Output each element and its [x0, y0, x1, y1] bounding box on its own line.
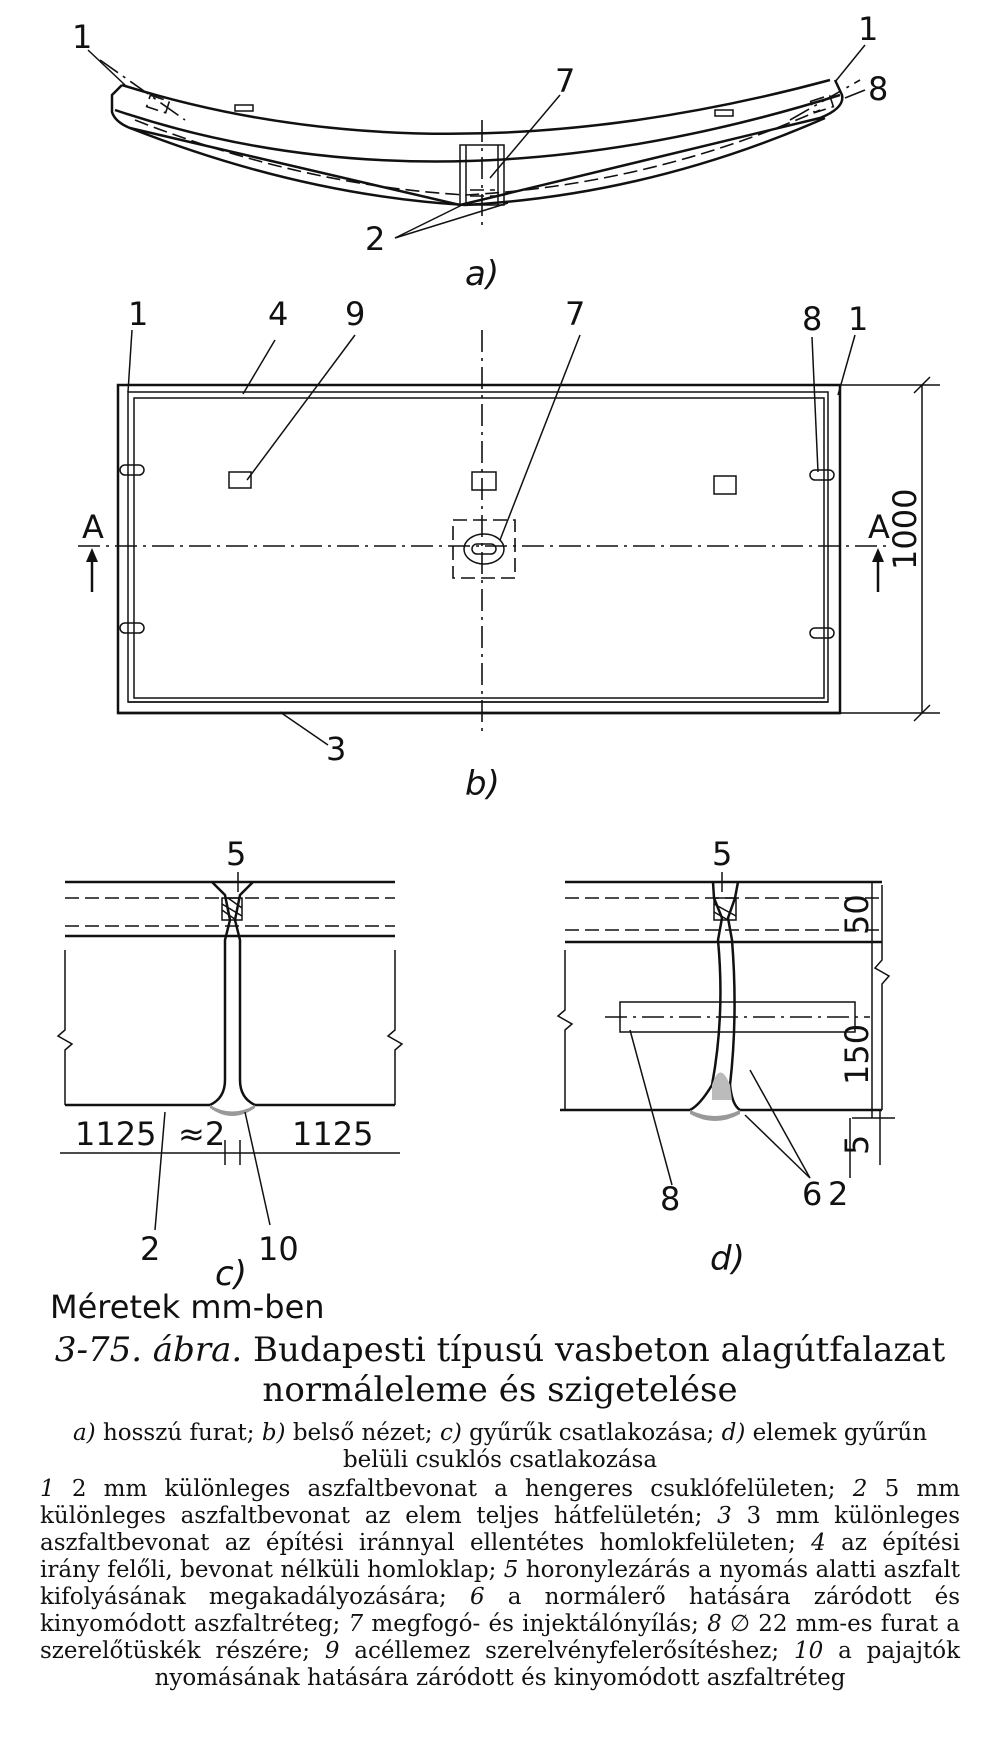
subcaption-c-text: gyűrűk csatlakozása; [469, 1420, 715, 1446]
view-c-ring-joint [56, 872, 404, 1231]
subcaption-c-letter: c) [439, 1420, 462, 1446]
view-b-inner [78, 329, 940, 746]
section-mark-right: A [868, 508, 890, 546]
subfigure-label-b: b) [465, 764, 500, 804]
subfigure-label-c: c) [215, 1254, 247, 1294]
callout-b-8: 8 [802, 300, 822, 338]
callout-a-1-right: 1 [858, 10, 878, 48]
callout-c-5: 5 [226, 835, 246, 873]
legend-text: az építési irány felőli, bevonat nélküli… [40, 1530, 960, 1583]
legend-num: 6 [469, 1584, 485, 1610]
view-a-section [87, 44, 866, 239]
callout-c-10: 10 [258, 1230, 299, 1268]
callout-d-8: 8 [660, 1180, 680, 1218]
legend-num: 5 [503, 1557, 519, 1583]
section-mark-left: A [82, 508, 104, 546]
callout-b-7: 7 [565, 295, 585, 333]
dimension-c-gap: ≈2 [178, 1115, 225, 1153]
legend-text: 2 mm különleges aszfaltbevonat a hengere… [71, 1476, 836, 1502]
legend-text: a normálerő hatására záródott és kinyomó… [40, 1584, 961, 1637]
dimension-c-right: 1125 [292, 1115, 373, 1153]
legend-num: 9 [324, 1638, 340, 1664]
figure-caption-title: 3-75. ábra. Budapesti típusú vasbeton al… [40, 1330, 960, 1410]
dimension-d-50: 50 [838, 894, 876, 935]
legend-num: 10 [793, 1638, 824, 1664]
subcaption-b-letter: b) [261, 1420, 286, 1446]
callout-a-7: 7 [555, 62, 575, 100]
dimension-d-150: 150 [838, 1024, 876, 1085]
units-note: Méretek mm-ben [50, 1288, 325, 1326]
callout-a-1-left: 1 [72, 18, 92, 56]
dimension-d-5: 5 [838, 1135, 876, 1155]
callout-b-4: 4 [268, 295, 288, 333]
legend-text: a pajajtók nyomásának hatására záródott … [154, 1638, 961, 1691]
callout-c-2: 2 [140, 1230, 160, 1268]
callout-d-6: 6 [802, 1175, 822, 1213]
callout-a-8: 8 [868, 70, 888, 108]
legend-text: 5 mm különleges aszfaltbevonat az elem t… [40, 1476, 961, 1529]
legend-num: 7 [348, 1611, 364, 1637]
callout-d-2: 2 [828, 1175, 848, 1213]
dimension-1000: 1000 [886, 489, 924, 570]
legend-num: 2 [852, 1476, 868, 1502]
legend-block: 1 2 mm különleges aszfaltbevonat a henge… [40, 1476, 960, 1692]
legend-num: 8 [707, 1611, 722, 1637]
legend-num: 4 [811, 1530, 826, 1556]
callout-a-2: 2 [365, 220, 385, 258]
callout-b-1-right: 1 [848, 300, 868, 338]
subfigure-captions: a) hosszú furat; b) belső nézet; c) gyűr… [40, 1420, 960, 1474]
subcaption-b-text: belső nézet; [292, 1420, 433, 1446]
figure-title-line2: normáleleme és szigetelése [262, 1370, 738, 1410]
view-d-hinge-joint [556, 872, 895, 1186]
figure-title-line1: Budapesti típusú vasbeton alagútfalazat [253, 1330, 946, 1370]
figure-number: 3-75. ábra. [54, 1330, 243, 1370]
legend-num: 1 [40, 1476, 55, 1502]
callout-d-5: 5 [712, 835, 732, 873]
subcaption-d-letter: d) [721, 1420, 746, 1446]
legend-text: 3 mm különleges aszfaltbevonat az építés… [40, 1503, 961, 1556]
dimension-c-left: 1125 [75, 1115, 156, 1153]
callout-b-3: 3 [326, 730, 346, 768]
subcaption-a-letter: a) [72, 1420, 96, 1446]
subfigure-label-a: a) [465, 254, 499, 294]
callout-b-9: 9 [345, 295, 365, 333]
legend-num: 3 [717, 1503, 732, 1529]
legend-text: megfogó- és injektálónyílás; [371, 1611, 699, 1637]
subfigure-label-d: d) [710, 1239, 745, 1279]
legend-text: ∅ 22 mm-es furat a szerelőtüskék részére… [40, 1611, 961, 1664]
callout-b-1-left: 1 [128, 295, 148, 333]
subcaption-a-text: hosszú furat; [102, 1420, 255, 1446]
legend-text: horonylezárás a nyomás alatti aszfalt ki… [40, 1557, 961, 1610]
legend-text: acéllemez szerelvényfelerősítéshez; [354, 1638, 780, 1664]
subcaption-d-text: elemek gyűrűn belüli csuklós csatlakozás… [342, 1420, 928, 1473]
